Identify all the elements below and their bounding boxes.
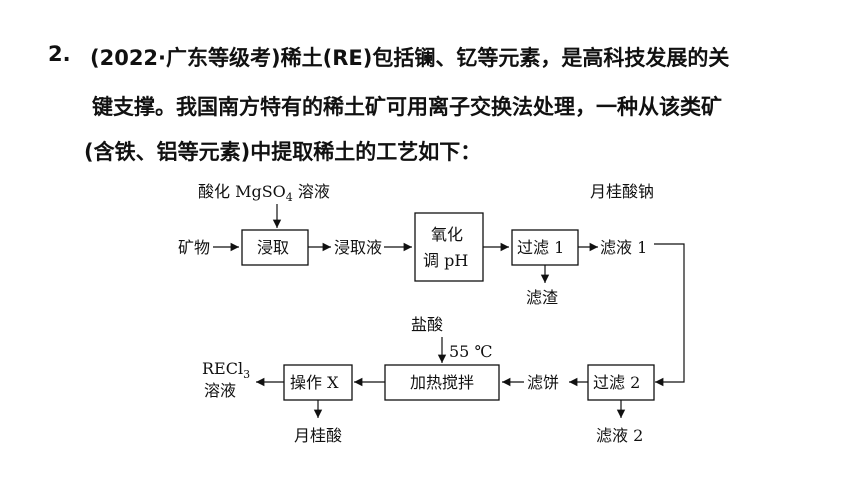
question-text-line-1: (2022·广东等级考)稀土(RE)包括镧、钇等元素，是高科技发展的关 [90,46,730,70]
box-filter-2-label: 过滤 2 [593,373,640,392]
box-oxidize-label-2: 调 pH [423,251,468,270]
connector-filtrate1-to-filter2 [654,243,685,387]
reagent-sodium-laurate: 月桂酸钠 [590,182,654,201]
question-text-line-3: (含铁、铝等元素)中提取稀土的工艺如下： [84,140,482,164]
label-product-recl3: RECl3 [202,359,250,381]
label-residue: 滤渣 [526,288,558,307]
box-leach-label: 浸取 [257,238,289,257]
box-leach [241,229,309,266]
label-lauric-acid: 月桂酸 [294,426,342,445]
question-number: 2. [48,42,71,66]
box-operation-x [283,364,353,401]
label-mineral: 矿物 [178,238,210,257]
label-temperature: 55 ℃ [449,342,492,361]
label-filter-cake: 滤饼 [527,373,559,392]
reagent-hcl: 盐酸 [411,315,443,334]
question-text-line-2: 键支撑。我国南方特有的稀土矿可用离子交换法处理，一种从该类矿 [92,95,722,119]
box-oxidize-label-1: 氧化 [431,225,463,244]
box-heat-stir-label: 加热搅拌 [410,373,474,392]
label-filtrate-2: 滤液 2 [596,426,643,445]
box-oxidize [414,212,484,282]
box-filter-1-label: 过滤 1 [517,238,564,257]
box-operation-x-label: 操作 X [290,373,339,392]
label-leachate: 浸取液 [334,238,382,257]
label-product-solution: 溶液 [204,381,236,400]
label-filtrate-1: 滤液 1 [600,238,647,257]
reagent-mgso4: 酸化 MgSO4 溶液 [198,182,330,204]
